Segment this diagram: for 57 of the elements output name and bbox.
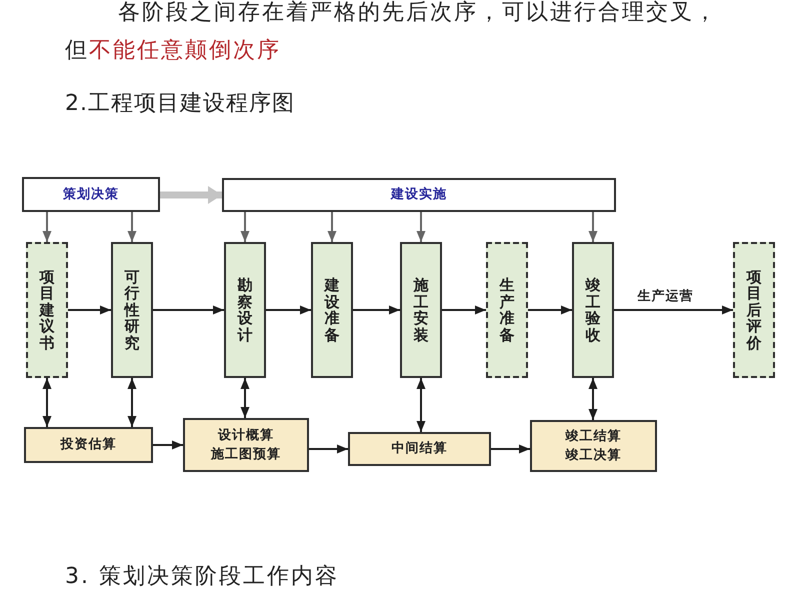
cost-label: 施工图预算 [211,446,281,462]
section-heading: 3. 策划决策阶段工作内容 [65,564,339,590]
cost-box [183,418,309,472]
arrow [240,212,250,242]
double-arrow [128,378,136,427]
cost-label: 投资估算 [60,437,116,453]
cost-box [24,427,153,463]
section-heading: 2.工程项目建设程序图 [65,90,295,118]
emphasis-text: 不能任意颠倒次序 [89,38,281,64]
stage-label: 施工安装 [414,277,428,343]
stage-box [400,242,442,378]
cost-label: 中间结算 [392,441,448,457]
arrow [442,306,486,314]
phase-label: 策划决策 [63,186,119,202]
stage-label: 项目建议书 [40,268,54,352]
double-arrow [240,378,250,418]
arrow [528,306,572,314]
stage-box [26,242,68,378]
arrow [68,306,111,314]
stage-box [311,242,353,378]
arrow [614,306,733,314]
arrow [309,444,348,454]
double-arrow [416,378,426,432]
stage-label: 项目后评价 [746,268,762,352]
cost-label: 设计概算 [218,428,274,444]
arrow [128,212,136,242]
cost-label: 竣工决算 [566,448,622,464]
stage-box [486,242,528,378]
stage-label: 建设准备 [324,277,340,343]
cost-label: 竣工结算 [566,428,622,444]
stage-label: 竣工验收 [586,277,600,343]
arrow [153,306,224,314]
arrow [153,440,183,450]
double-arrow [42,378,52,427]
stage-box [224,242,266,378]
phase-header-box [22,177,160,212]
phase-header-box [222,178,616,212]
double-arrow [588,378,598,420]
arrow [266,306,311,314]
cost-box [530,420,657,472]
arrow [353,306,400,314]
paragraph-text: 各阶段之间存在着严格的先后次序，可以进行合理交叉， [118,0,718,26]
stage-label: 生产准备 [500,277,514,343]
arrow [416,212,426,242]
arrow [588,212,598,242]
cost-box [348,432,491,466]
stage-label: 勘察设计 [238,277,252,343]
stage-box [111,242,153,378]
arrow [491,444,530,454]
arrow [328,212,336,242]
arrow [42,212,52,242]
stage-box [572,242,614,378]
thick-arrow [160,186,222,204]
paragraph-text: 但 [65,38,89,64]
stage-box [733,242,775,378]
stage-label: 可行性研究 [124,268,140,352]
phase-label: 建设实施 [391,187,447,203]
